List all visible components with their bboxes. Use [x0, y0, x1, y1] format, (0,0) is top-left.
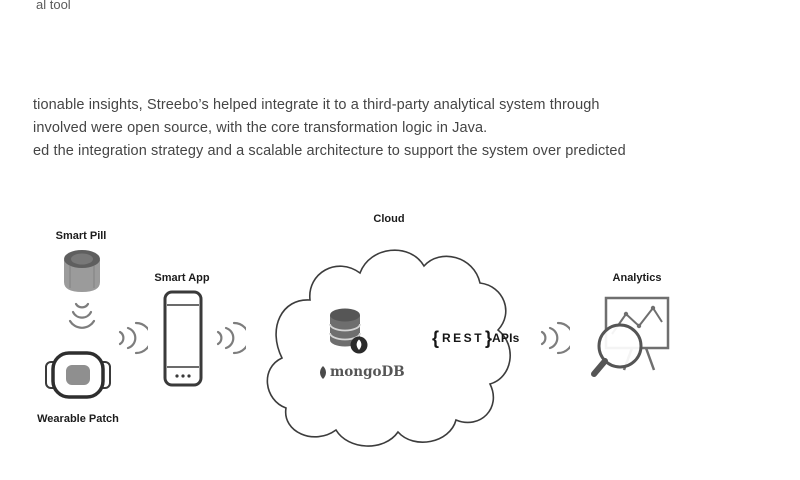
- pill-icon: [60, 246, 104, 298]
- paragraph-line-1: tionable insights, Streebo’s helped inte…: [33, 97, 600, 113]
- smart-app-label: Smart App: [154, 272, 210, 284]
- cloud-shape: [252, 228, 514, 462]
- wireless-signal-icon: [536, 318, 570, 358]
- analytics-magnifier-chart-icon: [586, 290, 674, 384]
- wearable-patch-icon: [44, 348, 112, 402]
- rest-text: REST: [442, 331, 485, 345]
- rest-apis-label: { REST } APIs: [432, 329, 520, 347]
- analytics-label: Analytics: [612, 272, 662, 284]
- top-text-fragment: al tool: [36, 0, 71, 12]
- paragraph-line-3: ed the integration strategy and a scalab…: [33, 143, 626, 159]
- apis-text: APIs: [492, 331, 520, 345]
- wireless-signal-icon: [114, 318, 148, 358]
- wireless-signal-icon: [212, 318, 246, 358]
- mongodb-wordmark: mongoDB: [318, 364, 405, 380]
- mongodb-leaf-icon: [320, 365, 326, 379]
- rest-brace-open: {: [432, 328, 440, 348]
- cloud-label: Cloud: [373, 213, 405, 225]
- mongodb-label: mongoDB: [330, 364, 405, 380]
- wearable-patch-label: Wearable Patch: [37, 413, 119, 425]
- mongodb-database-icon: [325, 306, 369, 356]
- paragraph-line-2: involved were open source, with the core…: [33, 120, 488, 136]
- rest-brace-close: }: [485, 328, 493, 348]
- smart-pill-label: Smart Pill: [55, 230, 107, 242]
- smartphone-icon: [163, 290, 203, 387]
- wireless-signal-down-icon: [66, 300, 98, 330]
